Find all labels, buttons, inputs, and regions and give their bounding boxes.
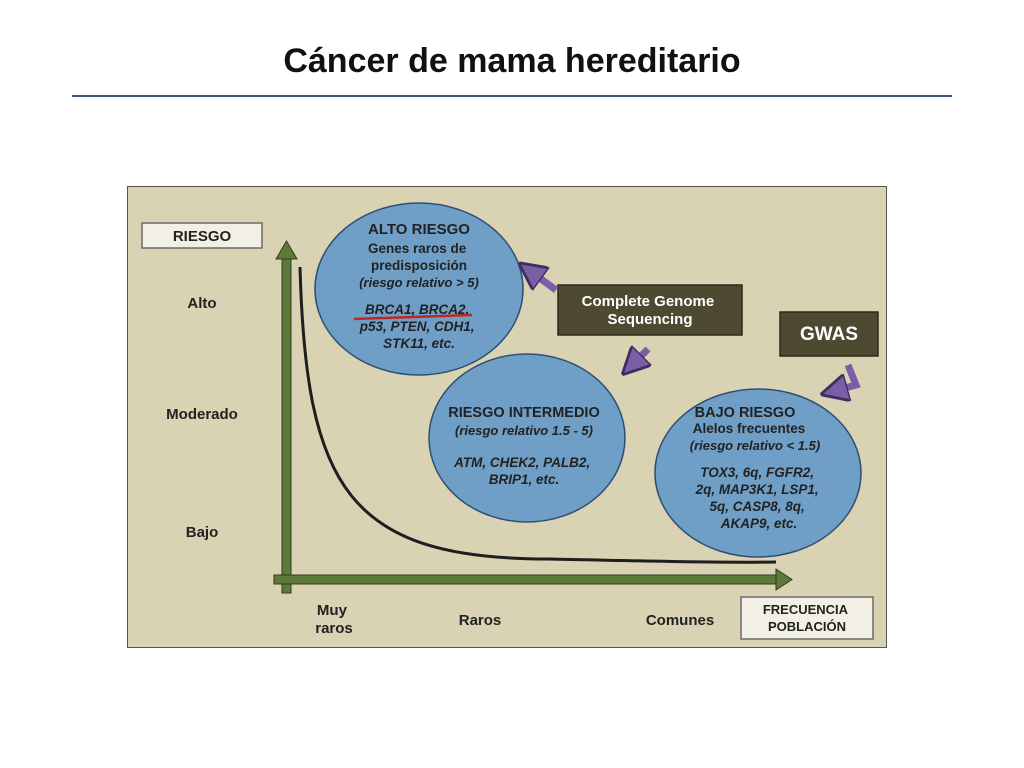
x-category-common: Comunes xyxy=(646,612,714,629)
risk-axis-label: RIESGO xyxy=(173,228,232,245)
high-risk-heading: ALTO RIESGO xyxy=(368,221,470,238)
brca-underline xyxy=(353,313,473,321)
intermediate-risk-genes: ATM, CHEK2, PALB2, BRIP1, etc. xyxy=(453,455,594,487)
y-level-low: Bajo xyxy=(186,524,219,541)
intermediate-risk-circle: RIESGO INTERMEDIO (riesgo relativo 1.5 -… xyxy=(428,353,626,523)
slide-title: Cáncer de mama hereditario xyxy=(283,42,741,80)
high-risk-circle: ALTO RIESGO Genes raros de predisposició… xyxy=(314,202,524,376)
gwas-label: GWAS xyxy=(800,324,858,345)
arrow-cgs-to-intermediate-risk xyxy=(632,349,648,365)
complete-genome-sequencing-label: Complete Genome Sequencing xyxy=(582,293,719,328)
frequency-axis-label-box: FRECUENCIA POBLACIÓN xyxy=(740,596,874,640)
low-risk-description: Alelos frecuentes xyxy=(693,421,806,436)
complete-genome-sequencing-box: Complete Genome Sequencing xyxy=(557,284,743,336)
high-risk-description: Genes raros de predisposición xyxy=(368,241,470,273)
x-category-very-rare: Muy raros xyxy=(315,602,353,637)
y-level-high: Alto xyxy=(187,295,216,312)
risk-frequency-diagram: RIESGO Alto Moderado Bajo Muy raros Raro… xyxy=(127,186,887,648)
arrow-cgs-to-high-risk xyxy=(530,271,559,293)
y-axis-arrow xyxy=(275,240,298,594)
intermediate-risk-relative-risk: (riesgo relativo 1.5 - 5) xyxy=(455,423,593,438)
intermediate-risk-heading: RIESGO INTERMEDIO xyxy=(448,405,599,421)
low-risk-genes: TOX3, 6q, FGFR2, 2q, MAP3K1, LSP1, 5q, C… xyxy=(695,465,823,531)
title-divider xyxy=(72,95,952,97)
diagram-canvas: RIESGO Alto Moderado Bajo Muy raros Raro… xyxy=(141,202,879,640)
frequency-axis-label: FRECUENCIA POBLACIÓN xyxy=(763,602,851,634)
risk-curve xyxy=(298,266,777,564)
y-level-moderate: Moderado xyxy=(166,406,238,423)
gwas-box: GWAS xyxy=(779,311,879,357)
risk-axis-label-box: RIESGO xyxy=(141,222,263,249)
low-risk-relative-risk: (riesgo relativo < 1.5) xyxy=(690,438,820,453)
high-risk-relative-risk: (riesgo relativo > 5) xyxy=(359,275,479,290)
low-risk-heading: BAJO RIESGO xyxy=(695,405,796,421)
x-category-rare: Raros xyxy=(459,612,502,629)
arrow-gwas-to-low-risk xyxy=(834,363,861,391)
low-risk-circle: BAJO RIESGO Alelos frecuentes (riesgo re… xyxy=(654,388,862,558)
high-risk-genes: BRCA1, BRCA2, p53, PTEN, CDH1, STK11, et… xyxy=(359,302,479,351)
x-axis-arrow xyxy=(273,568,793,591)
